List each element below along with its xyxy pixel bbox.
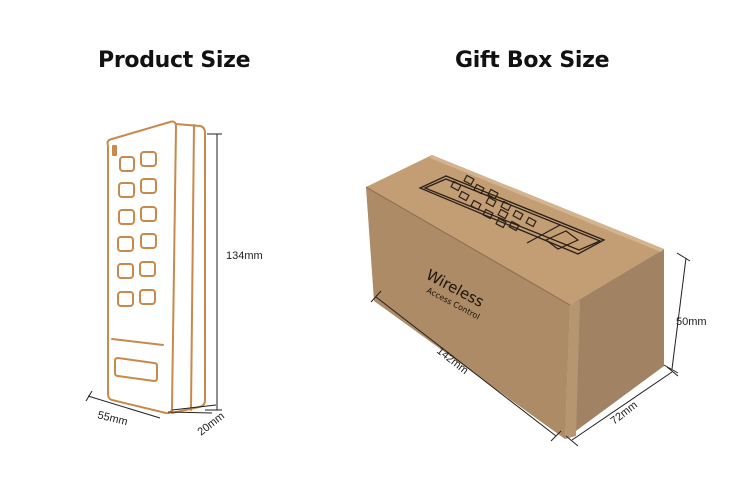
product-drawing [106, 120, 206, 415]
product-height-label: 134mm [226, 250, 263, 262]
printed-keypad-outline [418, 175, 606, 255]
gift-box-photo: Wireless Access Control [365, 155, 664, 439]
product-width-label: 55mm [96, 409, 129, 428]
product-dimension-lines [85, 133, 222, 419]
product-size-title: Product Size [98, 48, 251, 73]
box-height-label: 50mm [676, 316, 707, 328]
printed-keypad-buttons [450, 174, 537, 232]
box-dimension-lines [370, 252, 691, 447]
product-depth-label: 20mm [195, 410, 226, 438]
gift-box-size-title: Gift Box Size [455, 48, 610, 73]
keypad-outline [117, 151, 157, 307]
